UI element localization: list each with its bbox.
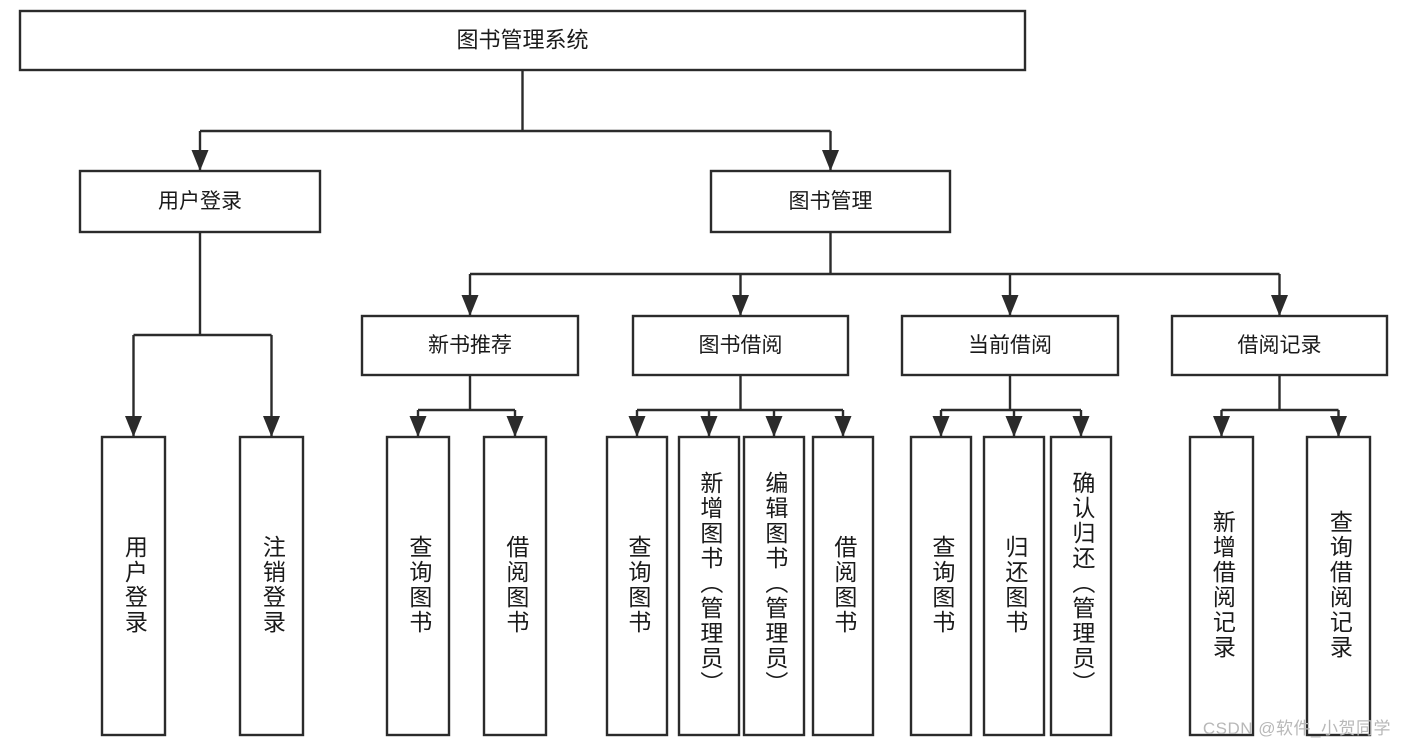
node-label-new-book-recommend: 新书推荐 bbox=[428, 334, 512, 357]
node-box-leaf-add-borrow-record[interactable] bbox=[1188, 435, 1255, 737]
node-box-leaf-user-login[interactable] bbox=[100, 435, 167, 737]
boxes-layer bbox=[18, 9, 1389, 737]
node-box-leaf-query-book-current[interactable] bbox=[909, 435, 973, 737]
arrow-head-icon-book-manage bbox=[822, 150, 839, 171]
arrow-head-icon-leaf-query-book-current bbox=[932, 416, 950, 437]
node-box-leaf-borrow-book-recommend[interactable] bbox=[482, 435, 548, 737]
node-label-borrow-record: 借阅记录 bbox=[1238, 334, 1322, 357]
arrow-head-icon-leaf-add-borrow-record bbox=[1213, 416, 1230, 437]
arrow-head-icon-leaf-query-borrow-record bbox=[1330, 416, 1347, 437]
arrow-head-icon-user-login bbox=[191, 150, 209, 171]
node-label-book-borrow: 图书借阅 bbox=[699, 334, 783, 357]
node-box-root[interactable] bbox=[18, 9, 1027, 72]
arrow-head-icon-leaf-logout bbox=[263, 416, 280, 437]
node-box-leaf-return-book[interactable] bbox=[982, 435, 1046, 737]
node-label-root: 图书管理系统 bbox=[456, 27, 588, 52]
node-box-book-manage[interactable] bbox=[709, 169, 952, 234]
node-label-book-manage: 图书管理 bbox=[789, 190, 873, 213]
arrow-head-icon-book-borrow bbox=[732, 295, 749, 316]
node-box-leaf-logout[interactable] bbox=[238, 435, 305, 737]
node-box-current-borrow[interactable] bbox=[900, 314, 1120, 377]
connectors-layer bbox=[125, 70, 1347, 437]
arrow-head-icon-leaf-add-book bbox=[700, 416, 718, 437]
watermark-text: CSDN @软件_小贺同学 bbox=[1202, 719, 1391, 738]
arrow-head-icon-leaf-borrow-book-recommend bbox=[506, 416, 524, 437]
node-box-leaf-add-book[interactable] bbox=[677, 435, 741, 737]
arrow-head-icon-leaf-edit-book bbox=[765, 416, 783, 437]
node-box-leaf-query-book-recommend[interactable] bbox=[385, 435, 451, 737]
node-box-borrow-record[interactable] bbox=[1170, 314, 1389, 377]
arrow-head-icon-leaf-query-book-recommend bbox=[409, 416, 427, 437]
node-box-user-login[interactable] bbox=[78, 169, 322, 234]
node-box-leaf-edit-book[interactable] bbox=[742, 435, 806, 737]
node-box-leaf-query-borrow-record[interactable] bbox=[1305, 435, 1372, 737]
node-box-leaf-query-book-borrow[interactable] bbox=[605, 435, 669, 737]
arrow-head-icon-borrow-record bbox=[1271, 295, 1288, 316]
node-box-book-borrow[interactable] bbox=[631, 314, 850, 377]
node-label-current-borrow: 当前借阅 bbox=[968, 334, 1052, 357]
arrow-head-icon-leaf-query-book-borrow bbox=[628, 416, 646, 437]
node-box-leaf-confirm-return[interactable] bbox=[1049, 435, 1113, 737]
node-label-user-login: 用户登录 bbox=[158, 190, 242, 213]
arrow-head-icon-leaf-return-book bbox=[1005, 416, 1023, 437]
arrow-head-icon-leaf-borrow-book bbox=[834, 416, 852, 437]
arrow-head-icon-current-borrow bbox=[1001, 295, 1019, 316]
node-box-leaf-borrow-book[interactable] bbox=[811, 435, 875, 737]
node-box-new-book-recommend[interactable] bbox=[360, 314, 580, 377]
arrow-head-icon-leaf-user-login bbox=[125, 416, 142, 437]
arrow-head-icon-leaf-confirm-return bbox=[1072, 416, 1090, 437]
arrow-head-icon-new-book-recommend bbox=[461, 295, 479, 316]
